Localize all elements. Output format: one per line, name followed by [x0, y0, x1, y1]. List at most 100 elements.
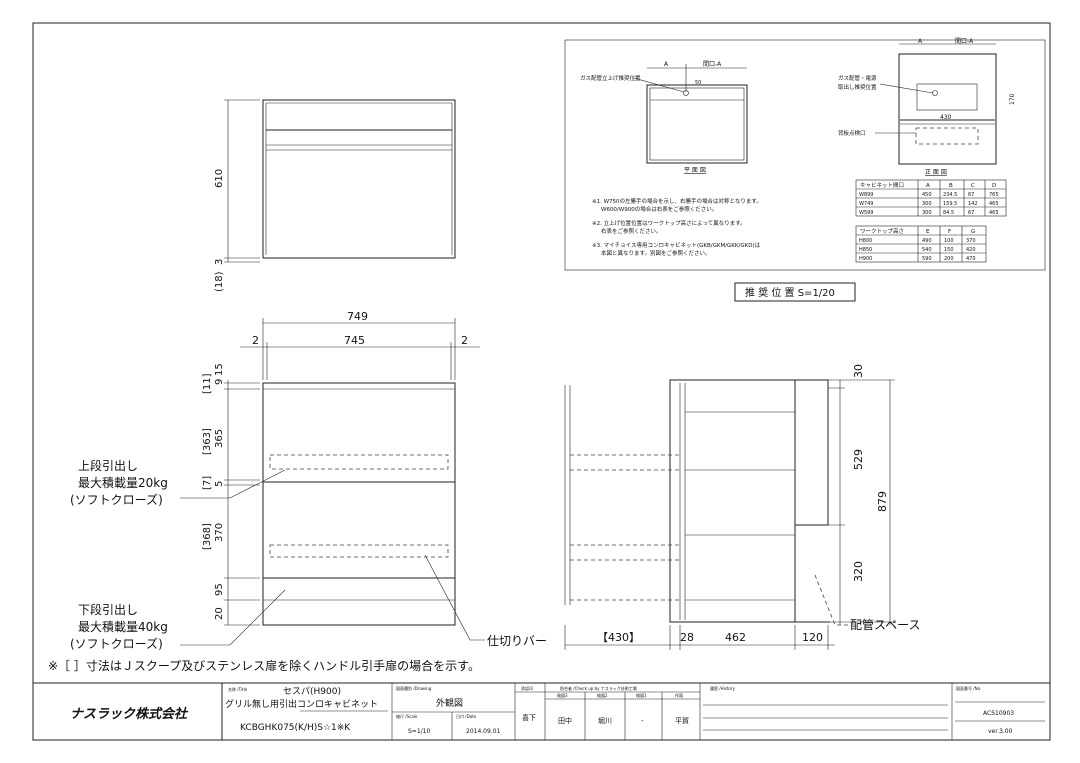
- dims-w2a: 2: [252, 334, 259, 347]
- dims-w749: 749: [347, 310, 368, 323]
- titleblock-history_label: 履歴 /History: [710, 685, 735, 691]
- labels-lower_1: 下段引出し: [78, 602, 138, 617]
- company-logo: ナスラック株式会社: [70, 706, 189, 722]
- titleblock-approver: 喜下: [522, 713, 536, 722]
- inset-table1-headers-4: D: [992, 183, 996, 189]
- inset-plan_label: 平 面 図: [684, 167, 706, 174]
- dims-top_3: 3: [214, 259, 225, 265]
- titleblock-check_vals-1: 堀川: [598, 716, 612, 725]
- inset-table2-rows-2-0: H900: [859, 256, 872, 262]
- titleblock-version: ver.3.00: [988, 728, 1013, 735]
- dims-w2b: 2: [461, 334, 468, 347]
- dims-b430: 【430】: [597, 631, 640, 644]
- dims-d370: 370: [214, 523, 225, 542]
- titleblock-scale: S=1/10: [408, 728, 430, 735]
- titleblock-check_vals-2: -: [641, 717, 644, 725]
- inset-notes-5: 本図と異なります。別図をご参照ください。: [601, 249, 710, 257]
- titleblock-check_cols-3: 作図: [675, 692, 683, 698]
- inset-table1-headers-0: キャビネット間口: [860, 181, 904, 189]
- dimension-footnote: ※［ ］寸法はＪスクープ及びステンレス扉を除くハンドル引手扉の場合を示す。: [48, 658, 480, 673]
- dims-b120: 120: [802, 631, 823, 644]
- dims-d9: 9: [214, 379, 225, 385]
- titleblock-drawing_label: 図面種別 /Drawing: [396, 685, 432, 691]
- dims-d363: [363]: [202, 428, 213, 455]
- inset-table2-rows-0-0: H800: [859, 238, 872, 244]
- inset-gas_front_1: ガス配管・電源: [838, 74, 877, 82]
- titleblock-no: ACS10903: [983, 710, 1014, 717]
- inset-table1-rows-2-0: W599: [859, 210, 874, 216]
- dims-s320: 320: [852, 561, 865, 582]
- inset-table2-headers-0: ワークトップ高さ: [860, 227, 904, 235]
- inset-table2-headers-3: G: [971, 229, 975, 235]
- inset-dim_50: 50: [695, 80, 701, 86]
- dims-b462: 462: [725, 631, 746, 644]
- inset-table1-rows-1-4: 465: [989, 201, 999, 207]
- inset-caption-box: [734, 282, 856, 302]
- dims-d5: 5: [214, 481, 225, 487]
- inset-table2-rows-1-3: 420: [966, 247, 976, 253]
- titleblock-date: 2014.09.01: [466, 728, 501, 735]
- inset-table1-headers-2: B: [949, 183, 953, 189]
- titleblock-check_cols-1: 検図2: [597, 692, 608, 698]
- inset-table1-rows-0-2: 234.5: [943, 192, 957, 198]
- inset-table1-rows-1-0: W749: [859, 201, 874, 207]
- inset-gas_front_2: 取出し推奨位置: [838, 83, 877, 91]
- titleblock-drawing: 外観図: [436, 697, 463, 709]
- inset-notes-4: ※3. マイチョイス専用コンロキャビネット(GKB/GKM/GKK/GKD)は: [592, 241, 761, 249]
- inset-table2-rows-1-1: 540: [922, 247, 932, 253]
- dims-d20: 20: [214, 607, 225, 620]
- side-view: 30 529 320 879 【430】 28 462 120: [564, 364, 895, 650]
- inset-table1-rows-0-4: 765: [989, 192, 999, 198]
- inset-notes-2: ※2. 立上げ位置位置はワークトップ高さによって異なります。: [592, 219, 746, 227]
- inset-recommended-position: A 間口-A 50 ガス配管立上げ推奨位置 平 面 図 A 間口-A 430 1…: [564, 38, 1046, 271]
- inset-table1-rows-1-3: 142: [968, 201, 978, 207]
- labels-upper_1: 上段引出し: [78, 458, 138, 473]
- inset-notes-1: W600/W900の場合は右表をご参照ください。: [601, 205, 717, 213]
- titleblock-check_vals-0: 田中: [558, 716, 572, 725]
- inset-back_hole: 背板点検口: [838, 129, 866, 137]
- titleblock-date_label: 日付 /Date: [456, 713, 477, 719]
- dims-s30: 30: [852, 364, 865, 378]
- inset-table2-rows-2-2: 200: [944, 256, 954, 262]
- dims-d7: [7]: [202, 476, 213, 490]
- inset-dim_a: A: [664, 61, 669, 68]
- inset-table1-rows-2-1: 300: [922, 210, 932, 216]
- inset-table2-rows-0-1: 490: [922, 238, 932, 244]
- inset-table2-headers-2: F: [948, 229, 951, 235]
- sheet-border: [32, 22, 1051, 741]
- inset-table1-rows-2-4: 465: [989, 210, 999, 216]
- titleblock-title_2: グリル無し用引出コンロキャビネット: [225, 698, 378, 710]
- inset-table1-rows-1-2: 159.5: [943, 201, 957, 207]
- inset-table2-rows-0-3: 370: [966, 238, 976, 244]
- inset-front_label: 正 面 図: [925, 169, 947, 176]
- inset-table1-rows-1-1: 300: [922, 201, 932, 207]
- inset-opening: 間口-A: [703, 61, 722, 68]
- dims-top_18: (18): [214, 271, 225, 292]
- dims-s529: 529: [852, 449, 865, 470]
- titleblock-approver_label: 承認印: [521, 685, 533, 691]
- dims-b28: 28: [680, 631, 694, 644]
- labels-piping: 配管スペース: [850, 617, 921, 632]
- dims-d95: 95: [214, 583, 225, 596]
- inset-notes-3: 右表をご参照ください。: [601, 227, 662, 235]
- titleblock-title_label: 名称 /Title: [228, 686, 248, 692]
- inset-table2-rows-1-2: 150: [944, 247, 954, 253]
- labels-upper_2: 最大積載量20kg: [78, 475, 168, 490]
- dims-d368: [368]: [202, 523, 213, 550]
- inset-table1-headers-1: A: [926, 183, 930, 189]
- titleblock-scale_label: 縮尺 /Scale: [396, 713, 418, 719]
- labels-partition: 仕切りバー: [487, 634, 547, 648]
- inset-caption: 推 奨 位 置 S=1/20: [745, 286, 835, 299]
- titleblock-check_vals-3: 平賀: [675, 716, 689, 725]
- titleblock-model: KCBGHK075(K/H)S☆1※K: [240, 723, 351, 733]
- dims-w745: 745: [344, 334, 365, 347]
- inset-dim_170: 170: [1009, 93, 1016, 105]
- inset-dim_a: A: [918, 38, 923, 45]
- inset-table2-rows-1-0: H850: [859, 247, 872, 253]
- titleblock-no_label: 図面番号 /No.: [956, 685, 981, 691]
- inset-table1-rows-0-1: 450: [922, 192, 932, 198]
